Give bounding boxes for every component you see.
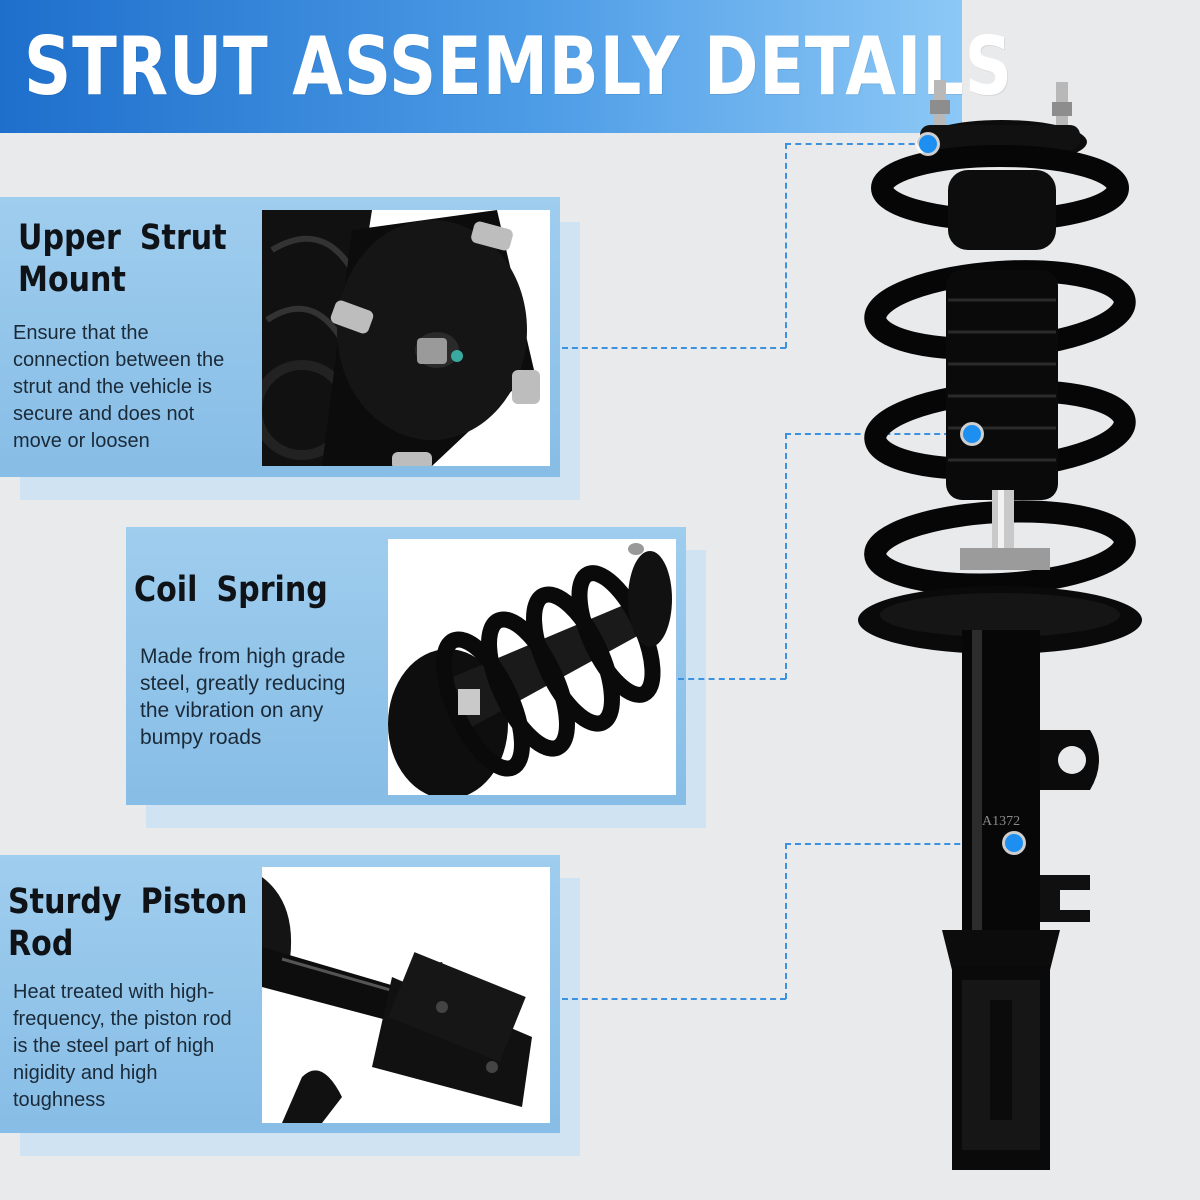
leader-line-piston-rod: [562, 998, 786, 1000]
leader-line-upper-mount-vertical: [785, 143, 787, 348]
header-banner: STRUT ASSEMBLY DETAILS: [0, 0, 1013, 133]
banner-title: STRUT ASSEMBLY DETAILS: [24, 20, 1013, 113]
feature-title: Coil Spring: [134, 570, 328, 610]
leader-line-piston-rod-top: [785, 843, 1010, 845]
callout-dot-coil-spring: [963, 425, 981, 443]
feature-description: Heat treated with high-frequency, the pi…: [13, 981, 232, 1111]
feature-card-coil-spring: Coil Spring Made from high grade steel, …: [126, 527, 686, 805]
feature-title: Upper Strut Mount: [18, 218, 227, 300]
leader-line-upper-mount: [562, 347, 786, 349]
feature-description: Ensure that the connection between the s…: [13, 322, 225, 452]
part-number-label: A1372: [982, 814, 1020, 829]
feature-title: Sturdy Piston Rod: [8, 882, 248, 964]
feature-description: Made from high grade steel, greatly redu…: [140, 645, 346, 749]
strut-assembly-illustration: A1372: [850, 70, 1160, 1180]
leader-line-coil-spring-vertical: [785, 433, 787, 679]
leader-line-upper-mount-top: [785, 143, 925, 145]
piston-rod-photo: [262, 867, 550, 1123]
coil-spring-photo: [388, 539, 676, 795]
feature-card-upper-mount: Upper Strut Mount Ensure that the connec…: [0, 197, 560, 477]
callout-dot-upper-mount: [919, 135, 937, 153]
leader-line-piston-rod-vertical: [785, 843, 787, 999]
leader-line-coil-spring: [678, 678, 786, 680]
callout-dot-piston-rod: [1005, 834, 1023, 852]
upper-mount-photo: [262, 210, 550, 466]
feature-card-piston-rod: Sturdy Piston Rod Heat treated with high…: [0, 855, 560, 1133]
